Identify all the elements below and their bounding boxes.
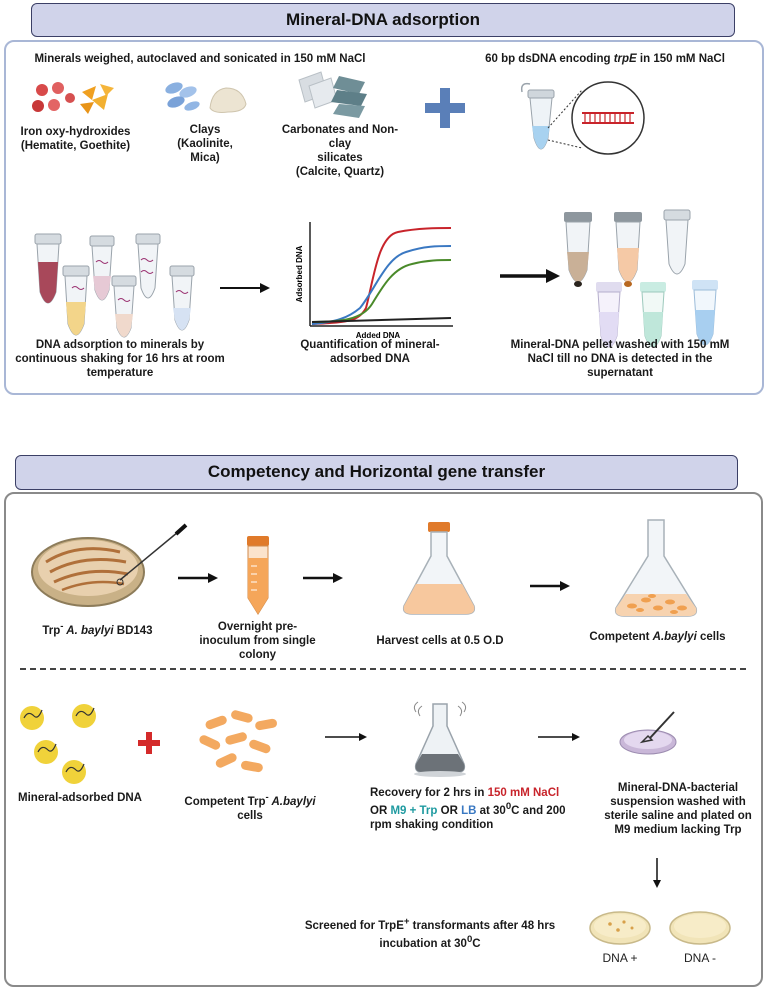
minerals-header: Minerals weighed, autoclaved and sonicat… <box>34 53 366 65</box>
step-harvest-label: Harvest cells at 0.5 O.D <box>376 635 504 647</box>
section1-panel <box>4 40 764 395</box>
mineral1-label: Iron oxy-hydroxides (Hematite, Goethite) <box>20 126 131 152</box>
dna-tube-icon <box>520 81 645 155</box>
step-quant-label: Quantification of mineral-adsorbed DNA <box>300 339 440 365</box>
dna-minus-label: DNA - <box>683 951 716 965</box>
chart-series-green <box>311 259 452 323</box>
strain-label: Trp- A. baylyi BD143 <box>42 621 153 637</box>
arrow-right-icon <box>303 573 343 583</box>
adsorption-tubes-icon <box>34 233 195 338</box>
mineral2-label: Clays (Kaolinite, Mica) <box>177 124 233 164</box>
plus-icon <box>138 732 160 754</box>
plate-dna-plus-icon <box>589 911 651 945</box>
step-wash-label: Mineral-DNA pellet washed with 150 mM Na… <box>510 339 730 379</box>
chart-ylabel: Adsorbed DNA <box>295 245 304 302</box>
plate-dna-minus-icon <box>669 911 731 945</box>
chart-series-blue <box>311 245 452 325</box>
petri-dish-icon <box>31 523 188 607</box>
bacteria-icon <box>199 710 277 773</box>
competent-trp-label: Competent Trp- A.baylyi cells <box>184 792 316 822</box>
section-divider <box>20 668 746 670</box>
screen-label: Screened for TrpE+ transformants after 4… <box>304 916 556 950</box>
recovery-label: Recovery for 2 hrs in 150 mM NaCl OR M9 … <box>370 787 566 831</box>
flask-icon <box>402 522 476 615</box>
mineral3-label: Carbonates and Non-clay silicates (Calci… <box>281 124 399 178</box>
arrow-right-icon <box>538 733 580 741</box>
step-preinoc-label: Overnight pre-inoculum from single colon… <box>199 621 316 661</box>
washed-tubes-icon <box>564 209 718 348</box>
mineral-dna-icon <box>20 704 96 784</box>
dna-plus-label: DNA + <box>602 951 638 965</box>
carbonate-icon <box>298 71 367 118</box>
chart-series-black <box>311 317 452 323</box>
bold-arrow-right-icon <box>500 269 560 283</box>
chart-xlabel: Added DNA <box>356 331 401 340</box>
washed-label: Mineral-DNA-bacterial suspension washed … <box>604 782 752 836</box>
arrow-down-icon <box>653 858 661 888</box>
adsorption-chart: Adsorbed DNA Added DNA <box>295 222 453 340</box>
section2-title: Competency and Horizontal gene transfer <box>207 462 546 481</box>
flask-cells-icon <box>614 519 698 617</box>
falcon-tube-icon <box>247 536 269 615</box>
iron-oxide-icon <box>32 82 114 114</box>
dna-header: 60 bp dsDNA encoding trpE in 150 mM NaCl <box>485 53 725 65</box>
section1-banner: Mineral-DNA adsorption <box>31 3 735 37</box>
arrow-right-icon <box>325 733 367 741</box>
arrow-right-icon <box>530 581 570 591</box>
plating-dish-icon <box>619 711 677 755</box>
mineral-dna-label: Mineral-adsorbed DNA <box>18 792 142 804</box>
competent-label: Competent A.baylyi cells <box>589 631 726 643</box>
arrow-right-icon <box>220 283 270 293</box>
section1-title: Mineral-DNA adsorption <box>286 10 480 29</box>
section2-panel <box>4 492 763 987</box>
section2-banner: Competency and Horizontal gene transfer <box>15 455 738 490</box>
arrow-right-icon <box>178 573 218 583</box>
plus-icon <box>425 88 465 128</box>
shaking-flask-icon <box>413 701 467 777</box>
step-adsorption-label: DNA adsorption to minerals by continuous… <box>15 339 225 379</box>
clay-icon <box>165 82 247 113</box>
